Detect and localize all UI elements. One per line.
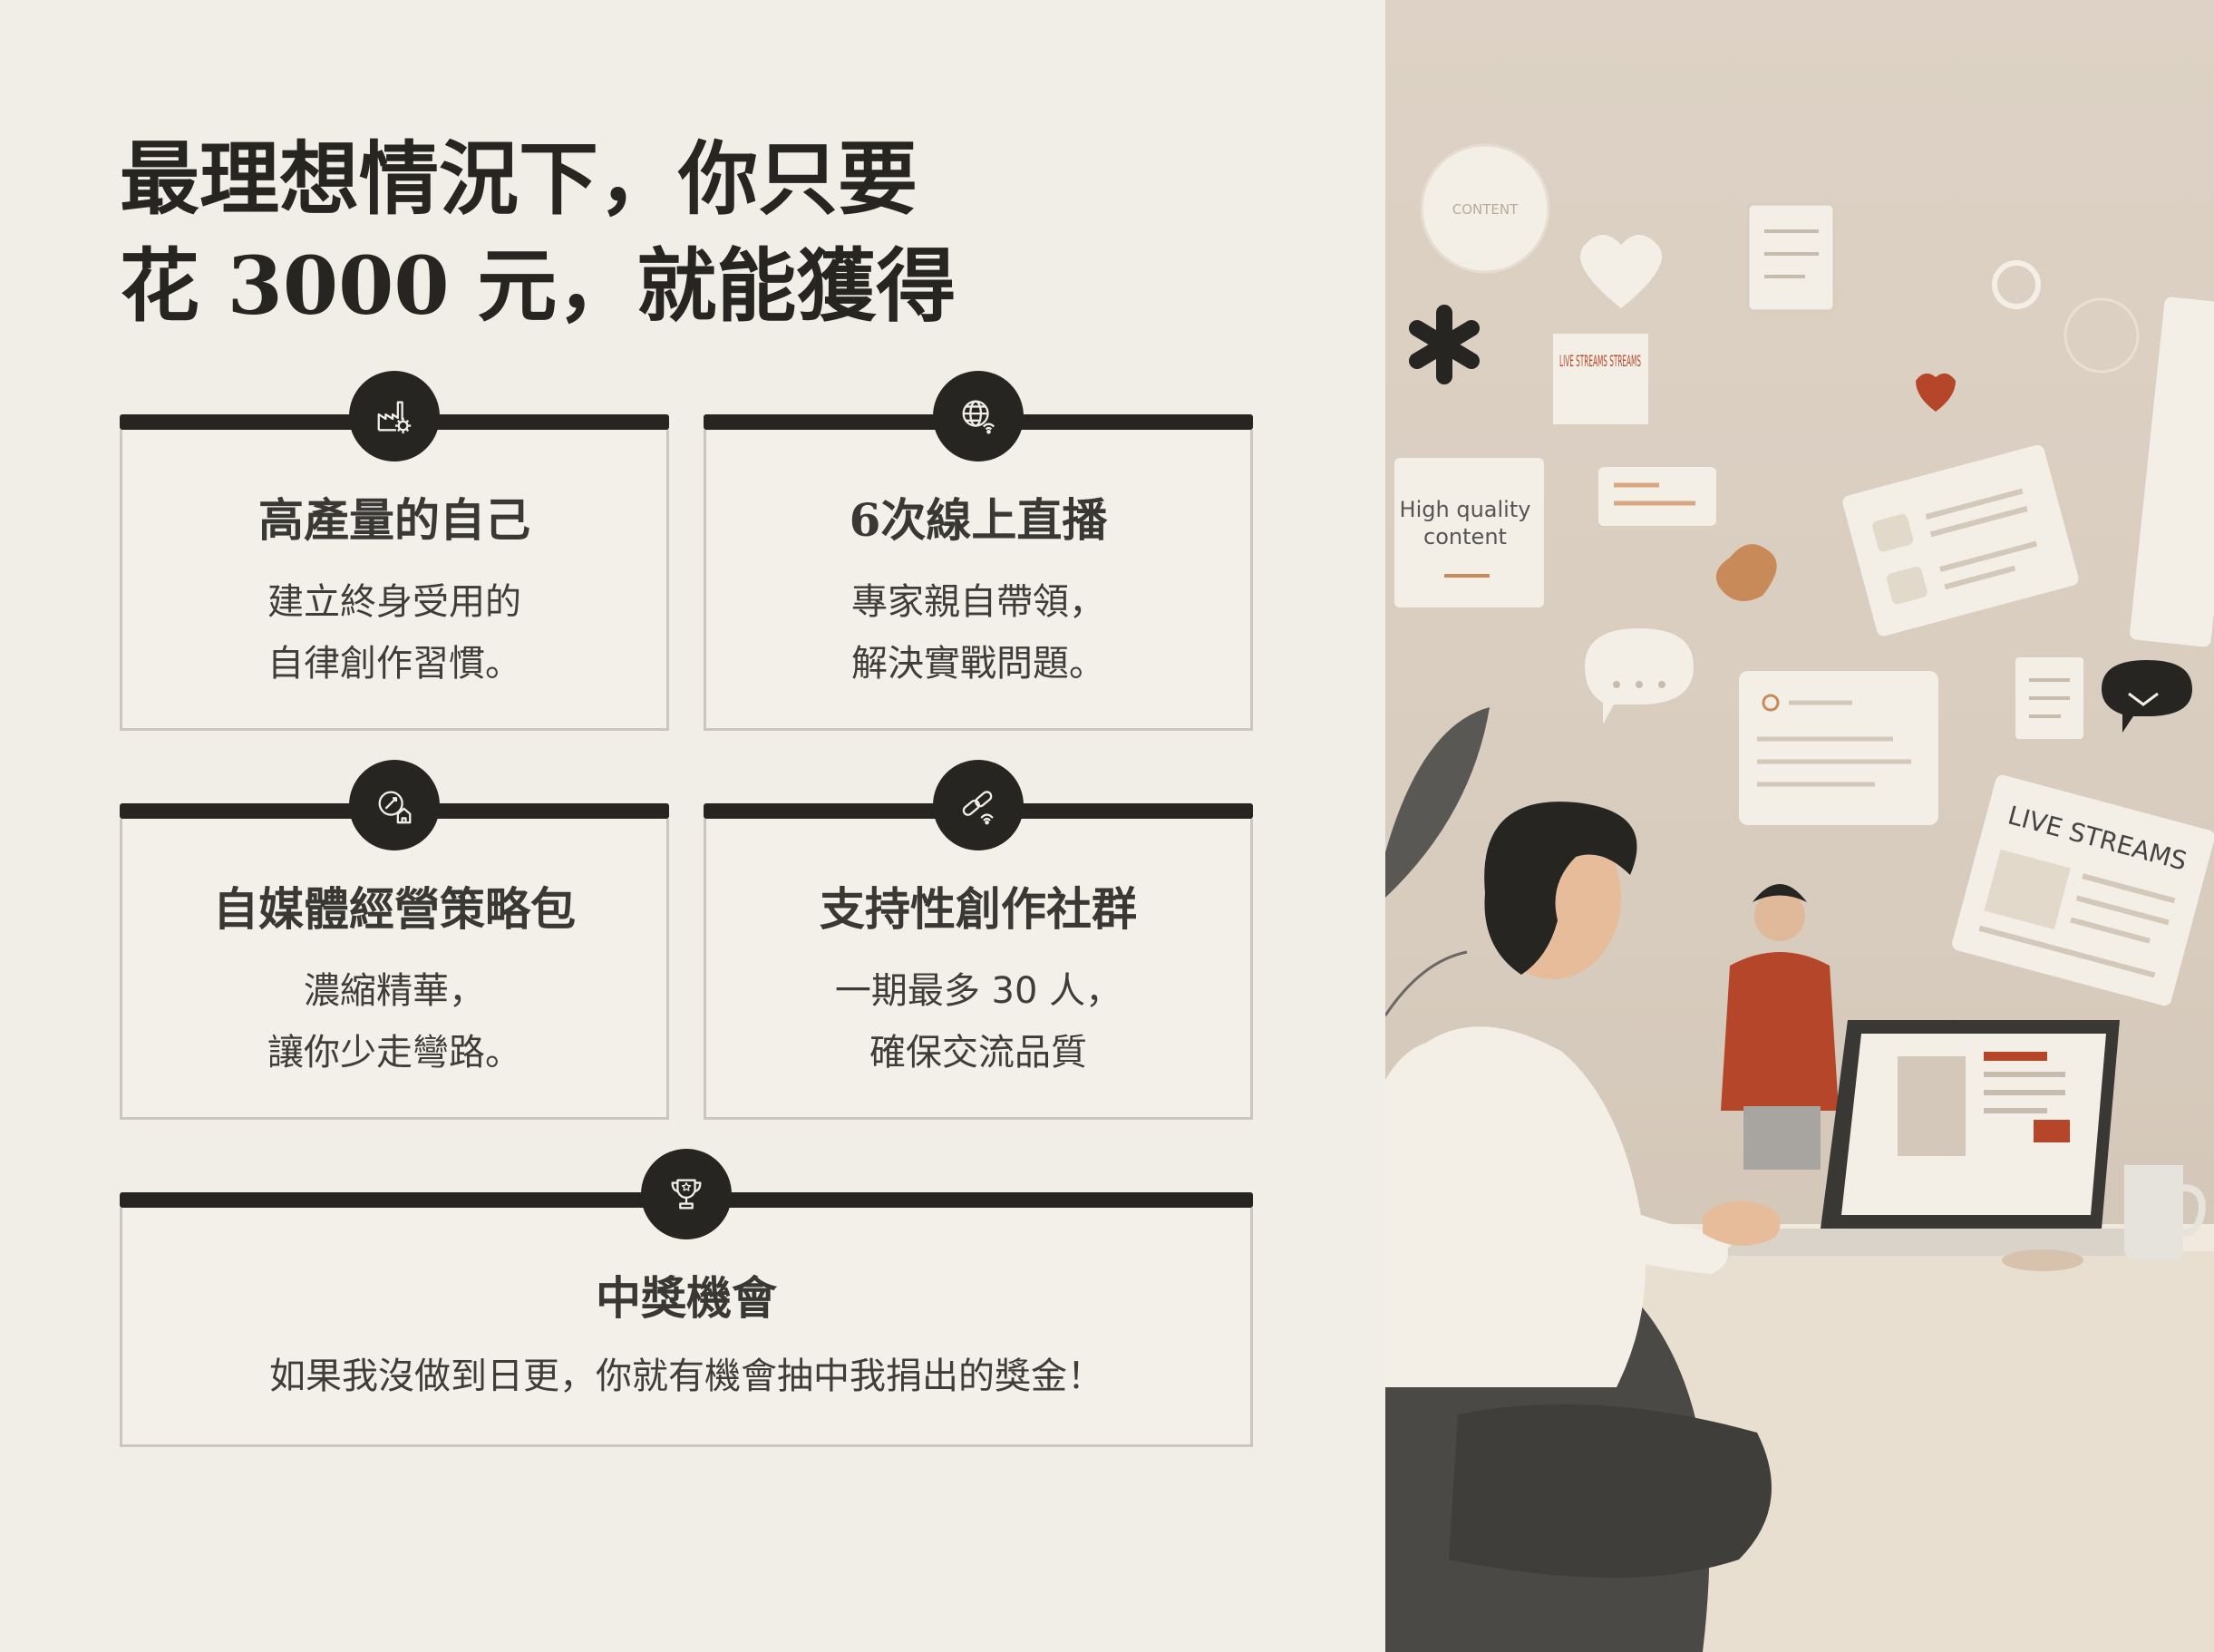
background-person [1721, 884, 1839, 1170]
card-title: 自媒體經營策略包 [213, 882, 576, 936]
page-title-line-1: 最理想情況下，你只要 [120, 131, 918, 226]
plant-leaf [1385, 950, 1468, 1016]
card-description-line-1: 濃縮精華， [304, 970, 485, 1012]
creator-illustration: CONTENT LIVE STREAMS STREAMS High qualit… [1385, 143, 2214, 1652]
benefit-card-prize-chance: 中獎機會 如果我沒做到日更，你就有機會抽中我捐出的獎金！ [120, 1149, 1253, 1447]
card-description-line-2: 讓你少走彎路。 [267, 1032, 521, 1074]
left-panel: 最理想情況下，你只要 花 3000 元，就能獲得 高產量的自己 建立終身受用的 … [120, 125, 1298, 1447]
trophy-icon [671, 1179, 702, 1210]
card-description: 專家親自帶領， 解決實戰問題。 [706, 571, 1250, 695]
laptop [1721, 1020, 2147, 1256]
card-icon-badge [349, 371, 440, 462]
card-icon-badge [933, 371, 1024, 462]
benefit-card-strategy-pack: 自媒體經營策略包 濃縮精華， 讓你少走彎路。 [120, 760, 669, 1120]
card-title: 中獎機會 [596, 1271, 777, 1325]
card-title: 支持性創作社群 [820, 882, 1137, 936]
card-description-line-2: 解決實戰問題。 [851, 643, 1105, 685]
card-description: 建立終身受用的 自律創作習慣。 [122, 571, 666, 695]
card-title: 6次線上直播 [849, 493, 1108, 547]
benefit-card-live-streams: 6次線上直播 專家親自帶領， 解決實戰問題。 [704, 371, 1253, 731]
community-link-icon [962, 791, 994, 825]
page-title-line-2: 花 3000 元，就能獲得 [120, 238, 956, 333]
benefit-card-community: 支持性創作社群 一期最多 30 人， 確保交流品質 [704, 760, 1253, 1120]
card-description: 濃縮精華， 讓你少走彎路。 [122, 960, 666, 1084]
card-description: 如果我沒做到日更，你就有機會抽中我捐出的獎金！ [122, 1346, 1250, 1407]
card-description-line-1: 如果我沒做到日更，你就有機會抽中我捐出的獎金！ [269, 1356, 1103, 1397]
card-description-line-1: 專家親自帶領， [851, 581, 1105, 623]
benefit-card-productive-self: 高產量的自己 建立終身受用的 自律創作習慣。 [120, 371, 669, 731]
strategy-house-icon [378, 791, 412, 824]
card-icon-badge [349, 760, 440, 850]
mug [2124, 1165, 2183, 1260]
illustration-panel: CONTENT LIVE STREAMS STREAMS High qualit… [1385, 0, 2214, 1652]
card-icon-badge [933, 760, 1024, 850]
card-description: 一期最多 30 人， 確保交流品質 [706, 960, 1250, 1084]
card-description-line-2: 確保交流品質 [869, 1032, 1087, 1074]
card-title: 高產量的自己 [258, 493, 530, 547]
card-description-line-2: 自律創作習慣。 [267, 643, 521, 685]
card-icon-badge [641, 1149, 732, 1239]
live-note-text: LIVE STREAMS STREAMS [1559, 353, 1641, 371]
card-description-line-1: 建立終身受用的 [267, 581, 521, 623]
asterisk-icon [1409, 305, 1480, 384]
content-badge-text: CONTENT [1452, 201, 1519, 218]
card-description-line-1: 一期最多 30 人， [834, 970, 1122, 1012]
page-title: 最理想情況下，你只要 花 3000 元，就能獲得 [120, 125, 1298, 339]
floating-content-icons: CONTENT LIVE STREAMS STREAMS High qualit… [1394, 143, 2214, 1006]
factory-gear-icon [377, 401, 412, 434]
plant-leaf [1385, 707, 1490, 898]
quality-note-line-1: High quality [1400, 497, 1531, 522]
main-person [1385, 802, 1781, 1578]
globe-wifi-icon [962, 400, 995, 434]
quality-note-line-2: content [1423, 524, 1507, 549]
